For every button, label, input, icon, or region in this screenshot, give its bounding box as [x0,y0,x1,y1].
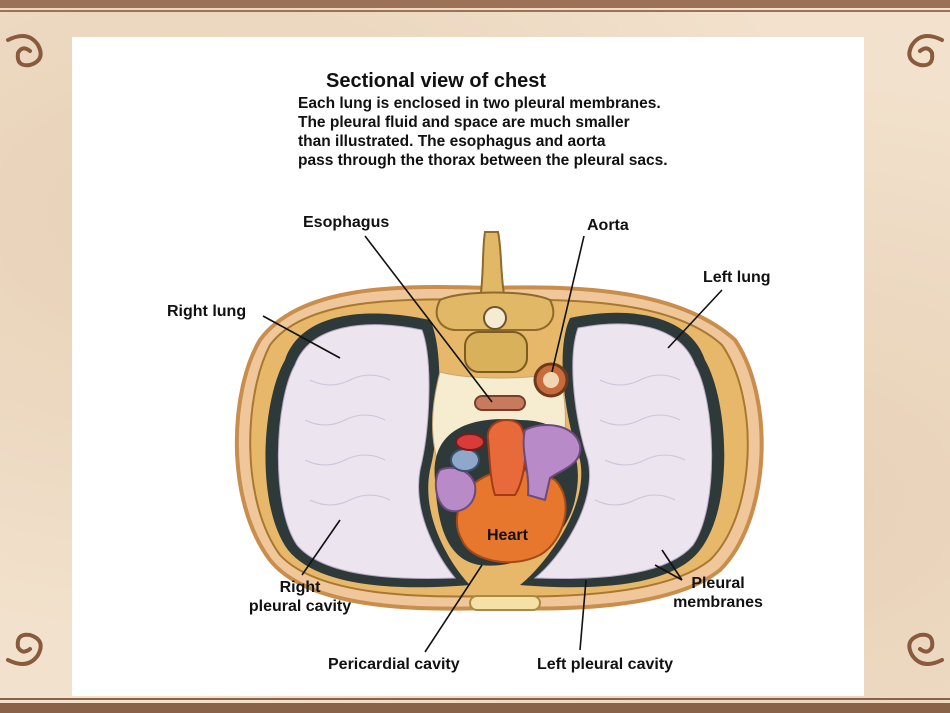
label-esophagus: Esophagus [303,214,390,231]
aorta-leader [551,235,585,373]
label-right-pleural-cavity-line2: pleural cavity [248,598,352,615]
leader-lines [262,235,723,653]
flourish-bottom-right-icon [907,632,944,666]
spinal-cord [483,306,507,330]
left-pleural-cavity-leader [579,579,587,651]
label-pleural-membranes-line1: Pleural [691,575,745,592]
bottom-border [0,703,950,713]
top-border [0,0,950,8]
flourish-top-right-icon [907,34,944,68]
esophagus-shape [474,395,526,411]
corner-flourish-icons [6,34,944,666]
label-aorta: Aorta [587,217,629,234]
bottom-border-line [0,698,950,700]
pleural-membranes-leader-1 [654,564,683,581]
label-heart: Heart [487,527,528,544]
top-border-line [0,10,950,12]
diagram-title: Sectional view of chest [326,70,547,92]
sternum [469,595,541,611]
left-lung [533,323,713,580]
pericardial-cavity-leader [424,564,483,653]
right-pleural-cavity-leader [301,519,341,576]
right-atrium-shape [434,466,477,513]
pleural-membranes-leader-2 [661,549,683,581]
ascending-aorta-shape [486,419,527,496]
lung-texture [304,374,686,506]
flourish-bottom-left-icon [6,632,43,666]
right-lung [277,324,457,580]
right-lung-leader [262,315,341,359]
diagram-description: Each lung is enclosed in two pleural mem… [298,95,668,169]
label-right-pleural-cavity: Right pleural cavity [235,578,365,616]
pulmonary-artery-shape [455,433,485,451]
pulmonary-trunk-shape [522,424,582,502]
spinous-process [478,231,507,301]
caption-block: Sectional view of chest Each lung is enc… [298,70,738,170]
left-lung-leader [667,289,723,349]
label-pericardial-cavity: Pericardial cavity [328,656,460,673]
label-right-pleural-cavity-line1: Right [279,579,321,596]
esophagus-leader [364,235,493,403]
label-pleural-membranes-line2: membranes [673,594,763,611]
vena-cava-shape [450,448,480,472]
vertebral-body [464,331,528,373]
label-left-pleural-cavity: Left pleural cavity [537,656,674,673]
label-right-lung: Right lung [167,303,247,320]
label-pleural-membranes: Pleural membranes [662,574,774,612]
flourish-top-left-icon [6,34,43,68]
label-left-lung: Left lung [703,269,771,286]
